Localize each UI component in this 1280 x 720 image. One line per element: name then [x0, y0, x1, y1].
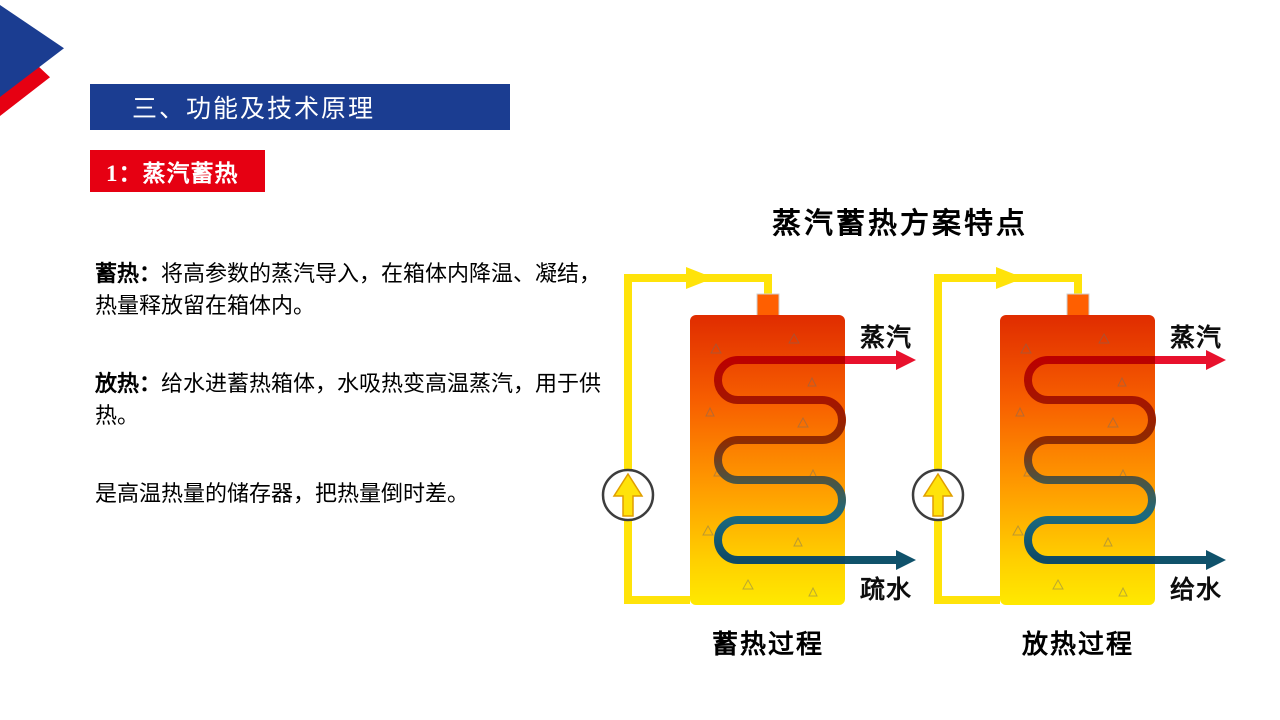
subsection-badge-label: 1：蒸汽蓄热 — [106, 161, 239, 186]
steam-arrow-icon — [896, 350, 916, 370]
steam-label: 蒸汽 — [859, 325, 912, 352]
water-arrow-icon — [896, 550, 916, 570]
diagram-caption: 放热过程 — [1021, 630, 1134, 659]
paragraph-charge-lead: 蓄热： — [95, 261, 162, 286]
paragraph-summary: 是高温热量的储存器，把热量倒时差。 — [95, 478, 610, 510]
paragraph-discharge-lead: 放热： — [95, 370, 162, 396]
heat-exchanger-coil — [714, 356, 846, 564]
diagram-charge-process: 蒸汽 疏水 蓄热过程 — [598, 258, 928, 668]
steam-label: 蒸汽 — [1169, 325, 1222, 352]
paragraph-discharge: 放热：给水进蓄热箱体，水吸热变高温蒸汽，用于供热。 — [95, 368, 610, 432]
diagram-discharge-process: 蒸汽 给水 放热过程 — [908, 258, 1238, 668]
diagram-caption: 蓄热过程 — [711, 630, 824, 659]
tank-texture — [702, 332, 818, 597]
paragraph-discharge-text: 给水进蓄热箱体，水吸热变高温蒸汽，用于供热。 — [95, 370, 602, 428]
pump-arrow-icon — [612, 472, 644, 517]
paragraph-summary-text: 是高温热量的储存器，把热量倒时差。 — [95, 480, 470, 506]
section-title: 三、功能及技术原理 — [132, 96, 376, 123]
steam-arrow-icon — [1206, 350, 1226, 370]
body-text: 蓄热：将高参数的蒸汽导入，在箱体内降温、凝结，热量释放留在箱体内。 放热：给水进… — [95, 258, 610, 509]
flow-arrow-icon — [996, 267, 1024, 289]
feedwater-label: 给水 — [1169, 577, 1222, 604]
paragraph-charge-text: 将高参数的蒸汽导入，在箱体内降温、凝结，热量释放留在箱体内。 — [95, 261, 602, 318]
storage-tank-figure — [911, 267, 1226, 605]
flow-arrow-icon — [686, 267, 714, 289]
storage-tank-figure — [601, 267, 916, 605]
drain-label: 疏水 — [859, 577, 912, 604]
pump-arrow-icon — [922, 472, 954, 517]
pipe-loop — [624, 274, 772, 604]
figure-title: 蒸汽蓄热方案特点 — [771, 208, 1028, 240]
paragraph-charge: 蓄热：将高参数的蒸汽导入，在箱体内降温、凝结，热量释放留在箱体内。 — [95, 258, 610, 322]
section-header: 三、功能及技术原理 — [90, 84, 510, 130]
heat-exchanger-coil — [1024, 356, 1156, 564]
subsection-badge: 1：蒸汽蓄热 — [90, 150, 265, 192]
tank-body — [1000, 315, 1155, 605]
pipe-loop — [934, 274, 1082, 604]
tank-body — [690, 315, 845, 605]
water-arrow-icon — [1206, 550, 1226, 570]
